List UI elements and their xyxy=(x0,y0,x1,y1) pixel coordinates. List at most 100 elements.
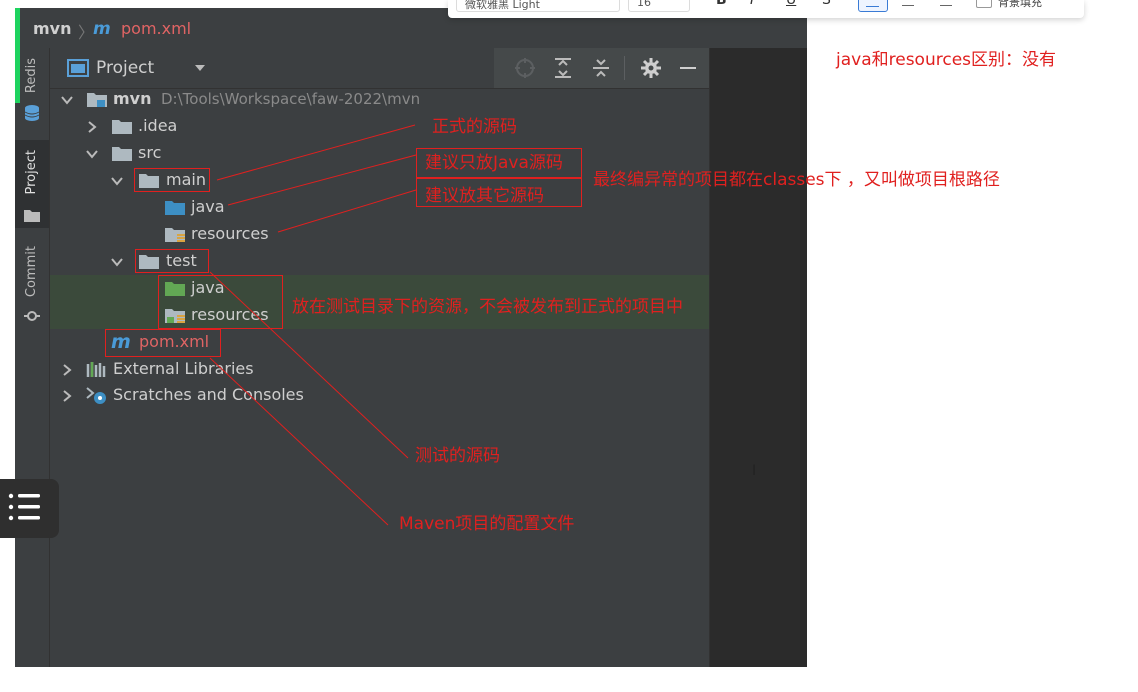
tree-label-test: test xyxy=(166,251,197,270)
scratches-icon xyxy=(86,387,106,404)
project-folder-icon xyxy=(24,210,40,222)
tree-label-root: mvn xyxy=(113,89,152,108)
line-resources-to-hint xyxy=(277,189,417,233)
stripe-tab-commit[interactable]: Commit xyxy=(15,238,49,328)
active-indicator xyxy=(15,8,20,48)
test-source-folder-icon xyxy=(165,282,185,296)
align-left-icon xyxy=(866,6,879,7)
tree-label-main-java: java xyxy=(191,197,225,216)
format-toolbar: 微软雅黑 Light 16 B I U S 背景填充 xyxy=(448,0,1084,18)
align-center-icon[interactable] xyxy=(902,5,914,6)
tree-row-test[interactable]: test xyxy=(50,248,709,275)
tree-label-scratches: Scratches and Consoles xyxy=(113,385,304,404)
tree-label-idea: .idea xyxy=(138,116,178,135)
line-test-to-label xyxy=(209,271,409,459)
list-icon xyxy=(8,493,40,521)
text-cursor-icon: I xyxy=(752,463,757,479)
tree-row-external-libraries[interactable]: External Libraries xyxy=(50,356,709,383)
project-tool-window: Project xyxy=(50,48,709,667)
tree-root-path: D:\Tools\Workspace\faw-2022\mvn xyxy=(161,90,421,108)
resources-folder-icon xyxy=(165,228,185,242)
tree-row-main-java[interactable]: java xyxy=(50,194,709,221)
font-select[interactable]: 微软雅黑 Light xyxy=(456,0,620,12)
svg-text:m: m xyxy=(111,333,131,351)
commit-icon xyxy=(24,311,40,321)
project-panel-header: Project xyxy=(50,48,709,89)
tree-label-test-resources: resources xyxy=(191,305,269,324)
annotation-diff: java和resources区别：没有 xyxy=(836,50,1057,70)
stripe-tab-redis[interactable]: Redis xyxy=(15,48,49,138)
font-size-value: 16 xyxy=(637,0,651,9)
annotation-box-divider xyxy=(416,177,582,179)
locate-icon[interactable] xyxy=(514,57,536,79)
chevron-down-icon[interactable] xyxy=(61,94,73,106)
maven-icon: m xyxy=(111,333,131,351)
source-folder-icon xyxy=(165,201,185,215)
library-icon xyxy=(86,362,106,377)
expand-all-icon[interactable] xyxy=(552,57,574,79)
annotation-box-pom xyxy=(105,329,221,357)
line-pom-to-label xyxy=(209,357,389,526)
bg-fill-label: 背景填充 xyxy=(998,0,1042,9)
bg-fill-checkbox[interactable] xyxy=(976,0,992,8)
italic-icon[interactable]: I xyxy=(750,0,755,8)
chevron-down-icon[interactable] xyxy=(111,175,123,187)
module-folder-icon xyxy=(87,93,107,107)
maven-icon: m xyxy=(93,20,111,36)
project-view-icon xyxy=(67,59,89,77)
annotation-box-main xyxy=(134,168,210,192)
tree-row-test-java[interactable]: java xyxy=(50,275,709,302)
annotation-classes: 最终编异常的项目都在classes下 ，又叫做项目根路径 xyxy=(593,170,1000,190)
tree-label-src: src xyxy=(138,143,162,162)
tree-row-scratches[interactable]: Scratches and Consoles xyxy=(50,382,709,409)
project-panel-title[interactable]: Project xyxy=(96,58,155,78)
align-left-button[interactable] xyxy=(858,0,888,12)
outline-toggle-button[interactable] xyxy=(0,479,59,538)
line-main-to-label xyxy=(216,124,416,181)
font-select-value: 微软雅黑 Light xyxy=(465,0,540,11)
editor-area[interactable] xyxy=(709,48,807,667)
folder-icon xyxy=(139,174,159,188)
breadcrumb-file[interactable]: pom.xml xyxy=(121,19,192,38)
chevron-down-icon[interactable] xyxy=(111,256,123,268)
folder-icon xyxy=(139,255,159,269)
chevron-right-icon[interactable] xyxy=(61,364,73,376)
chevron-down-icon[interactable] xyxy=(86,148,98,160)
annotation-box-test xyxy=(135,249,209,273)
bold-icon[interactable]: B xyxy=(716,0,727,8)
annotation-test-src: 测试的源码 xyxy=(415,446,500,466)
redis-active-indicator xyxy=(15,48,20,103)
test-resources-folder-icon xyxy=(165,309,185,323)
align-right-icon[interactable] xyxy=(940,5,952,6)
breadcrumb-project[interactable]: mvn xyxy=(33,19,72,38)
stripe-tab-project[interactable]: Project xyxy=(15,140,49,228)
tree-row-src[interactable]: src xyxy=(50,140,709,167)
folder-icon xyxy=(112,120,132,134)
panel-toolbar xyxy=(494,48,709,88)
minimize-icon[interactable] xyxy=(677,57,699,79)
tree-row-root[interactable]: mvn D:\Tools\Workspace\faw-2022\mvn xyxy=(50,86,709,113)
tree-row-test-resources[interactable]: resources xyxy=(50,302,709,329)
tree-row-main[interactable]: main xyxy=(50,167,709,194)
tree-row-pom[interactable]: m pom.xml xyxy=(50,329,709,356)
tree-label-main-resources: resources xyxy=(191,224,269,243)
annotation-java-hint: 建议只放Java源码 xyxy=(425,153,563,173)
annotation-test-res: 放在测试目录下的资源，不会被发布到正式的项目中 xyxy=(292,297,683,317)
tree-row-main-resources[interactable]: resources xyxy=(50,221,709,248)
annotation-box-test-resources xyxy=(158,275,283,329)
chevron-down-icon[interactable] xyxy=(194,63,206,73)
tree-row-idea[interactable]: .idea xyxy=(50,113,709,140)
tree-label-external-libraries: External Libraries xyxy=(113,359,254,378)
chevron-right-icon[interactable] xyxy=(86,121,98,133)
chevron-right-icon[interactable] xyxy=(61,390,73,402)
font-size-select[interactable]: 16 xyxy=(628,0,690,12)
toolbar-divider xyxy=(624,56,625,80)
folder-icon xyxy=(112,147,132,161)
annotation-other-hint: 建议放其它源码 xyxy=(425,186,544,206)
gear-icon[interactable] xyxy=(640,57,662,79)
svg-text:m: m xyxy=(93,20,111,36)
collapse-all-icon[interactable] xyxy=(590,57,612,79)
strikethrough-icon[interactable]: S xyxy=(822,0,831,8)
tree-label-pom: pom.xml xyxy=(139,332,210,351)
underline-icon[interactable]: U xyxy=(786,0,797,8)
